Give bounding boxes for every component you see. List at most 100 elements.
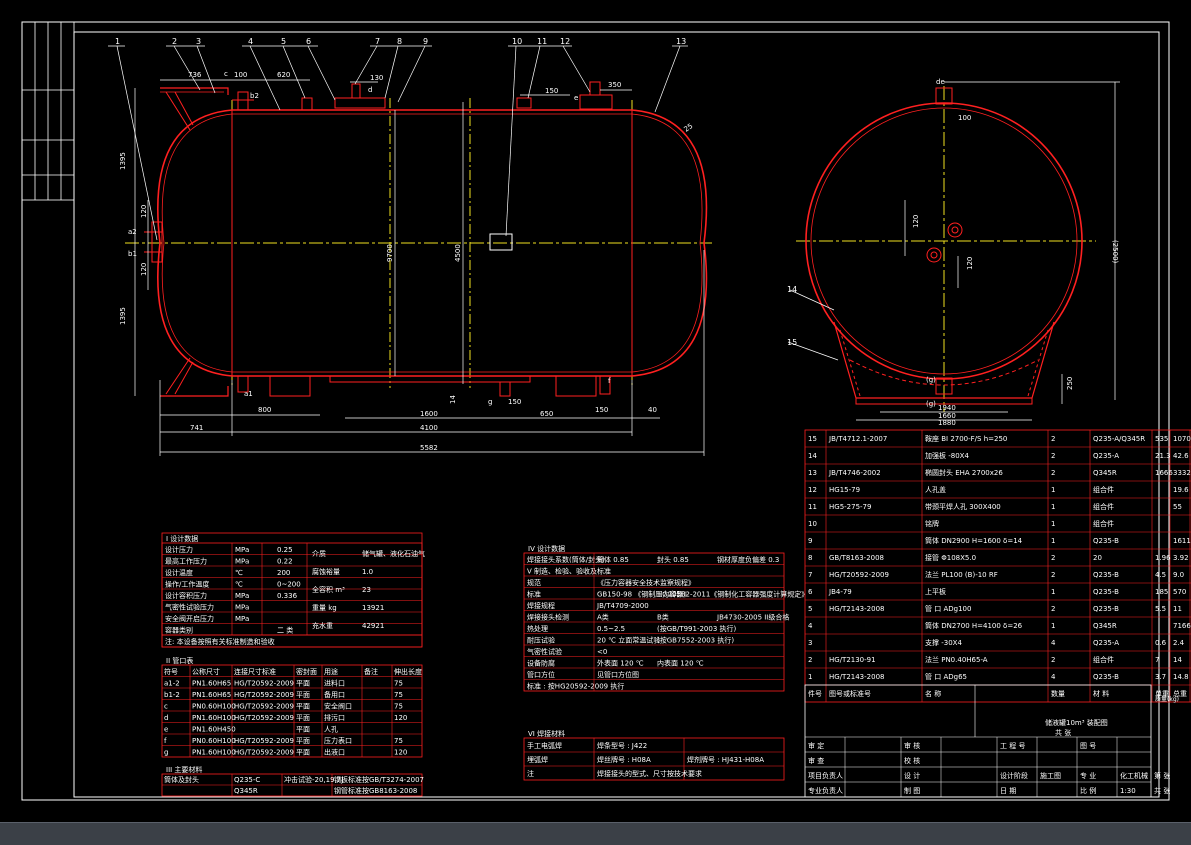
nozzle-header-cell: 密封面 [296,667,317,676]
callout-5: 5 [281,37,286,46]
nozzle-header-cell: 伸出长度 [394,667,422,676]
bom-cell: 1 [808,673,812,681]
dim-40: 40 [648,406,657,414]
tech-cell: 焊接接头系数(筒体/封头) [527,555,605,564]
tag-d: d [368,86,372,94]
tag-g: g [488,398,492,406]
bom-cell: 12 [808,486,817,494]
bom-cell: 10 [808,520,817,528]
nozzle-cell: 75 [394,737,403,745]
tag-de: de [936,78,945,86]
outer-frame [21,21,1170,801]
tag-e: e [574,94,578,102]
design-unit: ℃ [235,569,243,577]
callout-1: 1 [115,37,120,46]
nozzle-cell: 75 [394,703,403,711]
saddle-right [555,375,597,397]
nozzle-cell: c [164,703,168,711]
bom-cell: 铭牌 [925,519,939,528]
bom-cell: 20 [1093,554,1102,562]
bom-cell: 鞍座 BI 2700-F/S h=250 [925,434,1007,443]
tech-cell: HG20582-2011《钢制化工容器强度计算规定》 [657,590,808,599]
bom-cell: 组合件 [1093,485,1114,494]
nozzle-cell: HG/T20592-2009 [234,691,294,699]
dim-5582: 5582 [420,444,438,452]
dim-1600: 1600 [420,410,438,418]
bom-cell: 535 [1155,435,1168,443]
title-block-cell: 共 张 [1154,786,1170,795]
design-side-label: 全容积 m³ [312,585,345,594]
dim-25: 25 [683,122,695,134]
bom-cell: Q235-A [1093,639,1119,647]
bom-cell: 0.6 [1155,639,1167,647]
nozzle-cell: 平面 [296,737,310,745]
dim-4100: 4100 [420,424,438,432]
nozzle-cell: d [164,714,168,722]
title-block-cell: 图 号 [1080,742,1096,750]
bom-cell: Q235-A [1093,452,1119,460]
cad-drawing-canvas[interactable]: 1 2 3 4 5 6 7 8 9 10 11 12 13 736 100 62… [0,0,1191,822]
nozzle-cell: 安全阀口 [324,702,352,711]
tag-g-upper: (g) [926,376,936,384]
nozzle-d [351,83,361,99]
dim-650: 650 [540,410,553,418]
nozzle-header-cell: 备注 [364,667,378,676]
tech-title: IV 设计数据 [528,544,565,553]
bom-cell: HG/T2130-91 [829,656,876,664]
dim-130: 130 [370,74,383,82]
design-label: 设计容积压力 [165,591,207,600]
design-value: 0.25 [277,546,293,554]
dim-1880: 1880 [938,419,956,427]
bom-cell: 人孔盖 [925,485,946,494]
bom-cell: HG15-79 [829,486,860,494]
vessel-outer-circle [805,102,1083,380]
dim-100a: 100 [234,71,247,79]
bom-cell: 接管 Φ108X5.0 [925,553,976,562]
nozzle-cell: HG/T20592-2009 [234,680,294,688]
dim-14: 14 [449,395,457,404]
bom-cell: 2 [1051,605,1055,613]
design-side-label: 充水重 [312,621,333,630]
front-view: 1 2 3 4 5 6 7 8 9 10 11 12 13 736 100 62… [108,37,712,456]
title-block: 储液罐10m³ 装配图共 张审 定审 核工 程 号图 号审 查校 核项目负责人设… [804,684,1170,798]
tech-cell: 气密性试验 [527,647,562,656]
bom-cell: 7166 [1173,622,1191,630]
bom-header-cell: 总重 [1173,689,1187,698]
dim-1940: 1940 [938,404,956,412]
weld-cell: 注 [527,769,534,778]
dim-620: 620 [277,71,290,79]
dim-350: 350 [608,81,621,89]
nozzle-a1 [237,375,249,393]
material-cell: Q235-C [234,776,260,784]
title-block-cell: 制 图 [904,786,920,795]
dim-1660: 1660 [938,412,956,420]
bom-cell: 2 [1051,452,1055,460]
nozzle-cell: 排污口 [324,713,345,722]
design-side-value: 储气罐、液化石油气 [362,549,425,558]
tech-cell: JB4730-2005 II级合格 [716,613,789,622]
dim-100b: 100 [958,114,971,122]
tech-cell: <0 [597,648,607,656]
design-note: 注: 本设备按照有关标准制造和验收 [165,637,275,646]
tech-cell: 焊接接头检测 [527,613,569,622]
nozzle-cell: 出液口 [324,748,345,757]
bom-cell: 支撑 -30X4 [925,638,962,647]
bom-cell: 3.7 [1155,673,1166,681]
nameplate [489,233,513,251]
bom-cell: 13 [808,469,817,477]
left-margin-blocks [21,21,75,201]
title-block-cell: 项目负责人 [808,771,843,780]
bom-cell: HG/T2143-2008 [829,605,884,613]
design-label: 气密性试验压力 [165,603,214,612]
title-block-cell: 化工机械 [1120,771,1148,780]
bom-cell: 椭圆封头 EHA 2700x26 [925,468,1003,477]
top-pipe [160,87,229,95]
callout-7: 7 [375,37,380,46]
dim-741: 741 [190,424,203,432]
side-saddle-base [855,397,1033,405]
tech-cell: 筒体 0.85 [597,555,629,564]
bom-cell: 3332 [1173,469,1191,477]
drawing-name: 储液罐10m³ 装配图 [1045,718,1108,727]
nozzle-cell: PN1.60H65 [192,680,231,688]
material-title: III 主要材料 [166,765,202,774]
